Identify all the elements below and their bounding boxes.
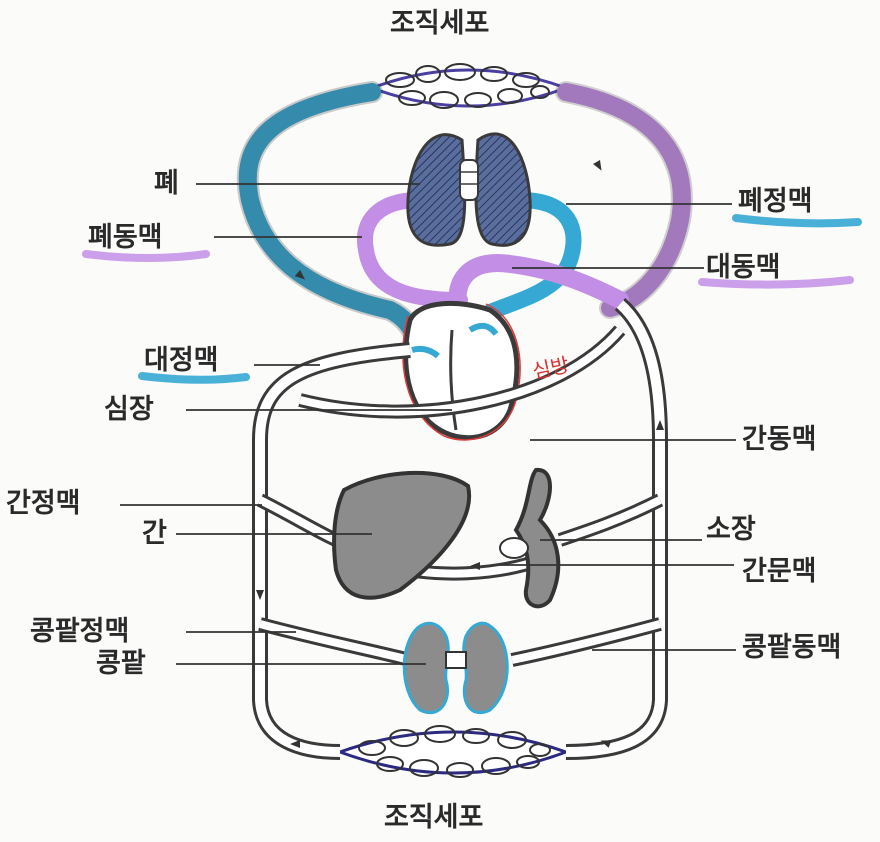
label-small-intestine: 소장 (706, 514, 756, 546)
tissue-capillary-top (372, 64, 566, 108)
tissue-capillary-bottom (340, 726, 566, 777)
label-liver: 간 (142, 518, 167, 550)
label-lung: 폐 (154, 168, 179, 200)
label-renal-artery: 콩팥동맥 (742, 632, 841, 664)
label-pulmonary-vein: 폐정맥 (738, 186, 813, 218)
label-tissue-top: 조직세포 (390, 8, 489, 40)
label-hepatic-portal-vein: 간문맥 (742, 556, 817, 588)
label-hepatic-artery: 간동맥 (742, 424, 817, 456)
label-tissue-bottom: 조직세포 (384, 802, 483, 834)
label-vena-cava: 대정맥 (144, 345, 219, 377)
small-intestine-organ (500, 470, 558, 606)
label-pulmonary-artery: 폐동맥 (88, 222, 163, 254)
label-kidney: 콩팥 (96, 648, 146, 680)
label-aorta: 대동맥 (706, 252, 781, 284)
label-renal-vein: 콩팥정맥 (30, 616, 129, 648)
label-heart: 심장 (104, 394, 154, 426)
heart-organ (403, 303, 520, 440)
kidneys (404, 623, 507, 712)
lungs (408, 134, 530, 245)
label-hepatic-vein: 간정맥 (6, 488, 81, 520)
venous-return-vessel (248, 92, 416, 340)
